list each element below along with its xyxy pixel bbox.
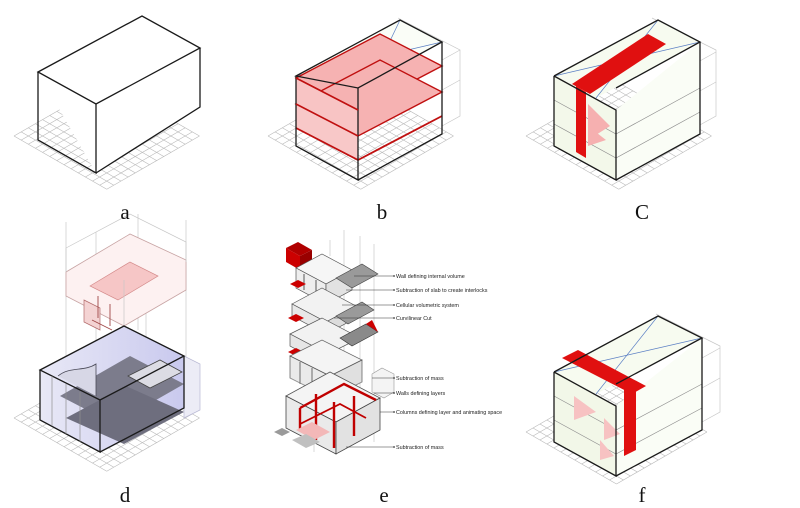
panel-f-box <box>553 315 704 478</box>
panel-b-ghost-extension <box>397 17 461 127</box>
annotation-bullet <box>393 289 395 291</box>
red-band-top <box>562 350 646 394</box>
panel-label-c: C <box>634 200 649 224</box>
panel-label-b: b <box>376 200 388 224</box>
annotation-text: Curvilinear Cut <box>396 316 432 322</box>
panel-e-annotations: Wall defining internal volumeSubtraction… <box>334 274 502 451</box>
annotation-text: Subtraction of slab to create interlocks <box>396 288 488 294</box>
panel-a-drawing <box>13 15 202 190</box>
panel-e-drawing: Wall defining internal volumeSubtraction… <box>274 230 502 455</box>
annotation-text: Walls defining layers <box>396 391 446 397</box>
panel-label-a: a <box>120 200 130 224</box>
panel-c-drawing <box>525 17 717 190</box>
panel-e-base <box>274 367 395 455</box>
annotation-bullet <box>393 304 395 306</box>
red-band-top <box>572 34 666 94</box>
panel-label-f: f <box>638 483 646 507</box>
panel-d-drawing <box>13 213 201 472</box>
panel-b-drawing <box>267 17 461 190</box>
annotation-bullet <box>393 411 395 413</box>
annotation-bullet <box>393 392 395 394</box>
annotation-bullet <box>393 377 395 379</box>
panel-f-drawing <box>525 313 721 485</box>
panel-c-box <box>553 19 702 182</box>
panel-e-red-block <box>286 242 312 270</box>
panel-label-e: e <box>379 483 389 507</box>
annotation-text: Columns defining layer and animating spa… <box>396 410 502 416</box>
panel-label-d: d <box>119 483 131 507</box>
red-band-front <box>576 86 586 158</box>
panel-d-upper-volume <box>65 213 187 331</box>
annotation-text: Cellular volumetric system <box>396 303 459 309</box>
annotation-bullet <box>393 275 395 277</box>
panel-f-ghost-extension <box>655 313 721 423</box>
annotation-bullet <box>393 317 395 319</box>
red-band-side <box>624 384 636 456</box>
panel-d-lower-volume <box>38 325 201 454</box>
panel-b-box <box>294 19 444 182</box>
annotation-text: Subtraction of mass <box>396 376 444 382</box>
annotation-text: Subtraction of mass <box>396 445 444 451</box>
annotation-bullet <box>393 446 395 448</box>
panel-a-box <box>36 15 202 175</box>
annotation-text: Wall defining internal volume <box>396 274 465 280</box>
